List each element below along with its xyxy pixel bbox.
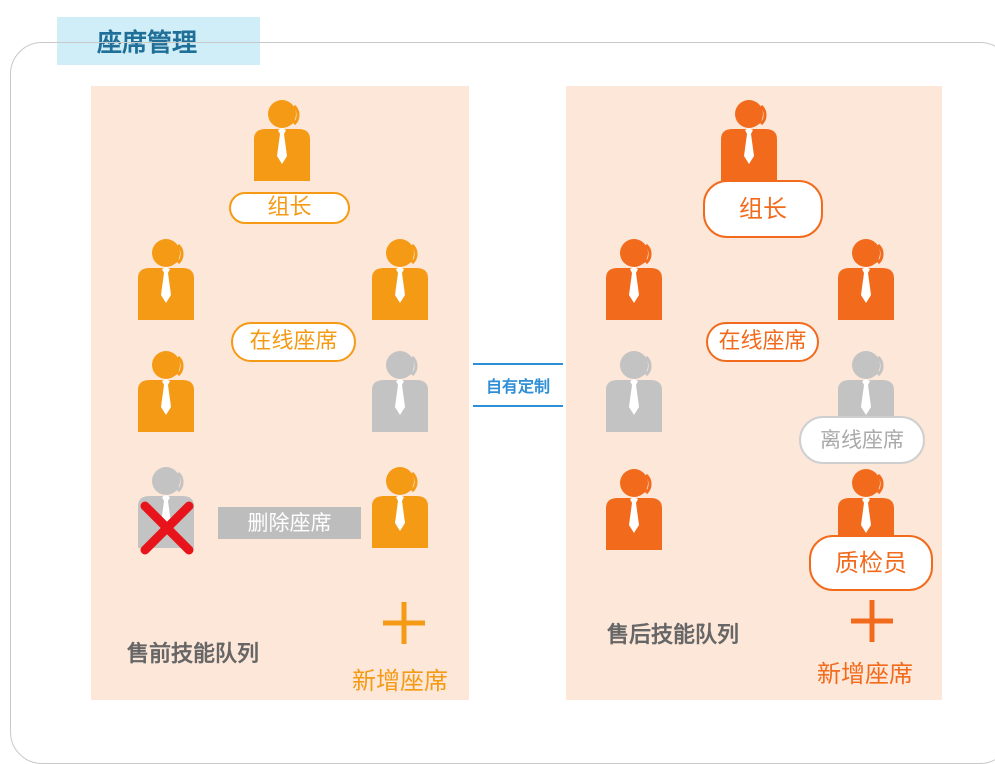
online-agent-icon <box>134 236 198 322</box>
delete-seat-label: 删除座席 <box>218 507 361 539</box>
offline-agent-icon <box>368 348 432 434</box>
online-agent-icon <box>134 348 198 434</box>
online-agent-icon <box>368 236 432 322</box>
add-seat-plus-icon[interactable] <box>381 600 427 646</box>
offline-agent-icon <box>602 348 666 434</box>
online-agent-icon <box>602 236 666 322</box>
offline-seats-label: 离线座席 <box>799 416 925 464</box>
custom-label: 自有定制 <box>485 377 550 396</box>
presales-queue-name: 售前技能队列 <box>127 642 260 667</box>
quality-inspector-label: 质检员 <box>809 535 933 591</box>
leader-label: 组长 <box>229 192 350 224</box>
add-seat-plus-icon[interactable] <box>849 598 895 644</box>
leader-agent-icon <box>717 97 781 183</box>
add-seat-label[interactable]: 新增座席 <box>817 660 913 688</box>
online-agent-icon <box>602 466 666 552</box>
aftersales-queue-name: 售后技能队列 <box>607 623 740 648</box>
add-seat-label[interactable]: 新增座席 <box>352 667 448 695</box>
connector-line-top <box>473 363 563 365</box>
leader-agent-icon <box>250 97 314 183</box>
online-agent-icon <box>368 464 432 550</box>
online-seats-label: 在线座席 <box>231 322 356 362</box>
online-agent-icon <box>834 236 898 322</box>
leader-label: 组长 <box>703 180 823 238</box>
custom-connector: 自有定制 <box>473 363 563 407</box>
connector-line-bottom <box>473 405 563 407</box>
delete-cross-icon <box>140 501 194 555</box>
online-seats-label: 在线座席 <box>706 322 819 362</box>
